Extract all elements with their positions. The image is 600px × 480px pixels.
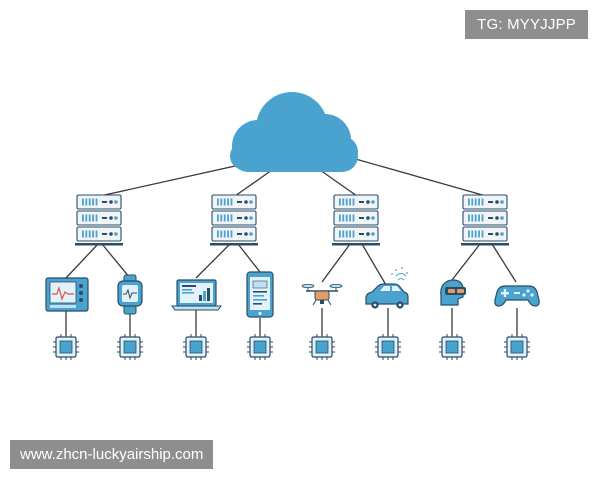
tg-watermark-badge: TG: MYYJJPP [465,10,588,39]
microchip-icon [504,334,530,360]
microchip-icon [439,334,465,360]
server-rack-icon [461,194,509,246]
microchip-icon [375,334,401,360]
microchip-icon [53,334,79,360]
server-racks [75,194,509,246]
link-server-4-device-1 [451,243,481,281]
microchip-icon [309,334,335,360]
link-server-4-device-2 [491,243,517,283]
microchip-icon [117,334,143,360]
link-server-1-device-2 [101,243,131,279]
cloud-icon [230,92,358,172]
drone-icon [301,283,343,306]
vr-headset-icon [440,279,466,306]
link-server-1-device-1 [65,243,99,279]
link-cloud-server-3 [319,169,358,197]
laptop-icon [171,279,222,311]
server-rack-icon [332,194,380,246]
link-server-3-device-2 [361,243,387,286]
gamepad-icon [494,285,540,307]
connection-lines [65,157,518,336]
server-rack-icon [210,194,258,246]
microchip-icon [247,334,273,360]
microchip-icon [183,334,209,360]
server-rack-icon [75,194,123,246]
medical-monitor-icon [45,277,89,312]
link-server-2-device-1 [195,243,231,279]
link-server-3-device-1 [321,243,351,283]
link-server-2-device-2 [237,243,261,273]
smart-car-icon [365,267,409,309]
link-cloud-server-2 [234,169,273,197]
microchips [53,334,530,360]
smartwatch-icon [117,274,143,315]
tablet-icon [246,271,274,318]
link-cloud-server-4 [351,157,487,197]
site-url-watermark: www.zhcn-luckyairship.com [10,440,214,469]
